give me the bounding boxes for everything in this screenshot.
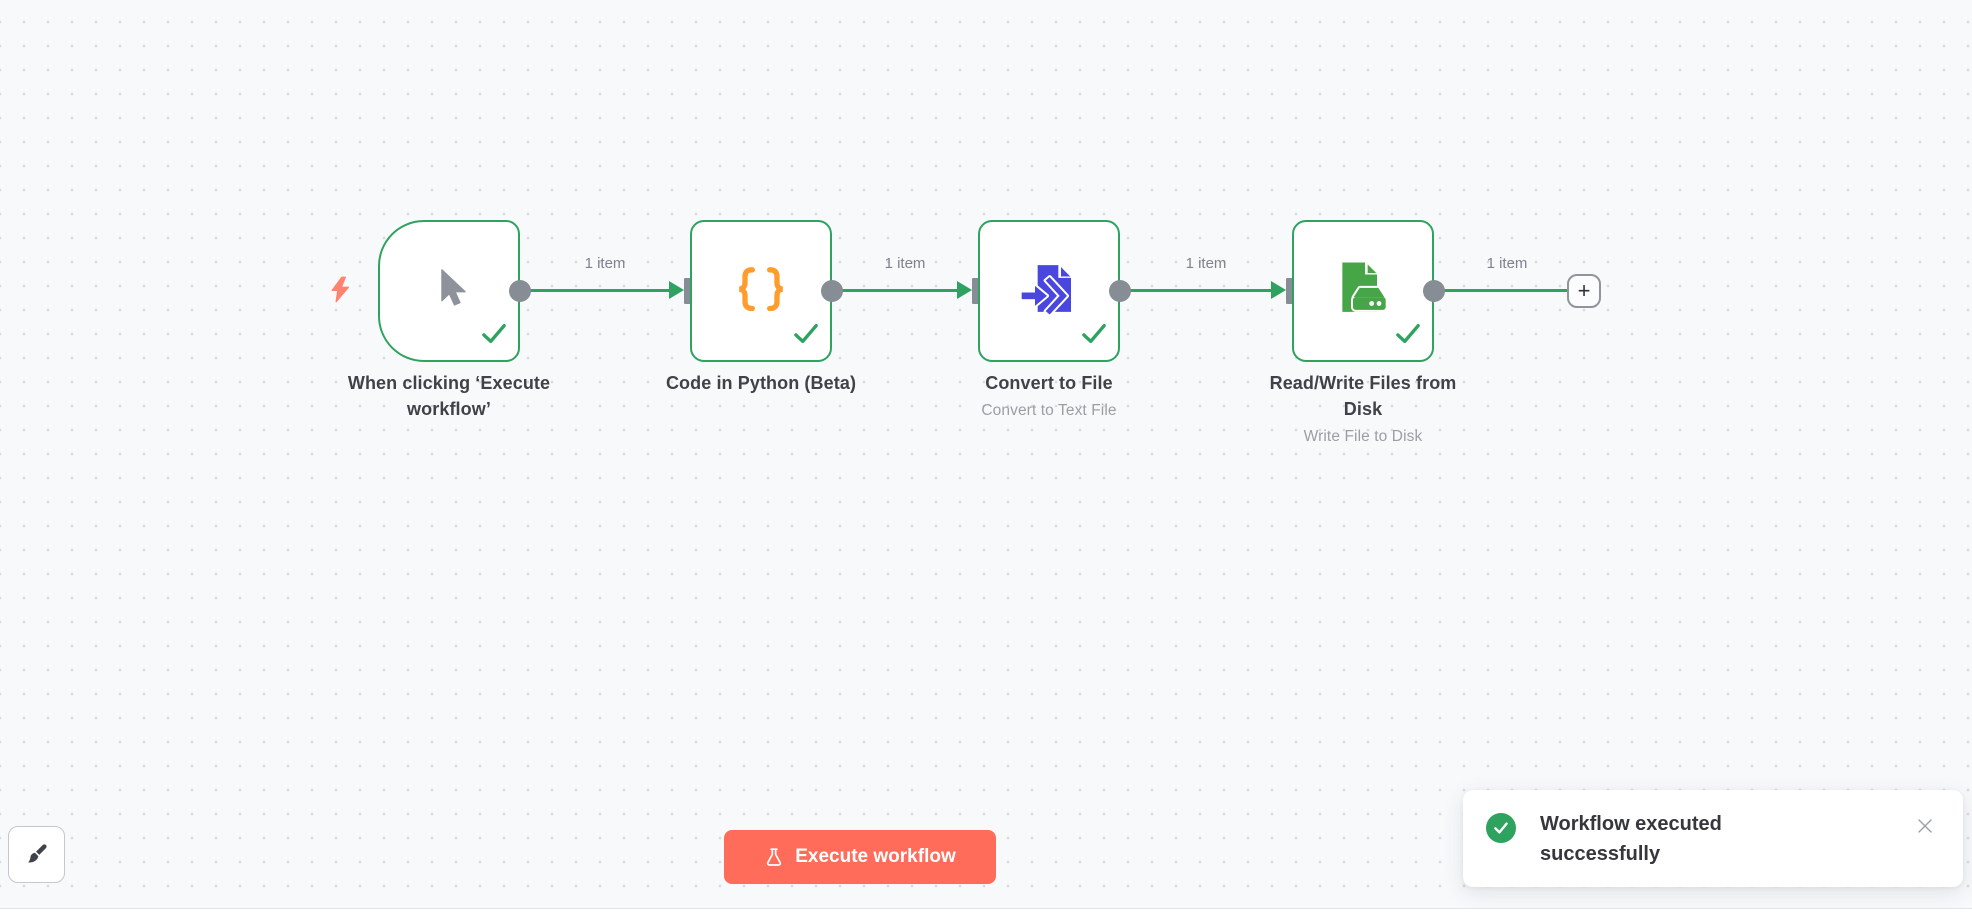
connection-line[interactable] [1434,289,1567,292]
connection-line[interactable] [832,289,958,292]
output-connector[interactable] [1109,280,1131,302]
plus-icon: + [1577,278,1591,303]
node-manual-trigger[interactable] [378,220,520,362]
connection-items-label: 1 item [884,255,926,272]
close-icon[interactable] [1917,818,1933,834]
node-subtitle: Convert to Text File [981,402,1117,420]
toast-message: Workflow executed successfully [1540,813,1722,865]
node-code-python[interactable] [690,220,832,362]
node-title-text: Convert to File [985,373,1113,393]
success-check-icon [1395,322,1421,351]
file-import-icon [1019,259,1079,324]
output-connector[interactable] [821,280,843,302]
tidy-up-button[interactable] [8,826,65,883]
node-title-text: Read/Write Files from Disk [1269,373,1457,420]
toast-notification: Workflow executed successfully [1463,790,1963,887]
success-check-icon [481,322,507,351]
node-title: When clicking ‘Execute workflow’ [347,373,551,420]
execute-workflow-button[interactable]: Execute workflow [724,830,996,884]
code-braces-icon [731,259,791,324]
input-arrow [669,281,684,299]
node-read-write-files[interactable] [1292,220,1434,362]
file-disk-icon [1333,259,1393,324]
connection-items-label: 1 item [1185,255,1227,272]
lightning-bolt-icon [330,276,351,308]
success-check-icon [793,322,819,351]
canvas-bottom-edge [0,908,1972,919]
execute-workflow-label: Execute workflow [795,846,956,867]
node-subtitle: Write File to Disk [1303,428,1423,446]
node-title: Read/Write Files from Disk Write File to… [1253,370,1473,447]
flask-icon [764,847,784,868]
connection-line[interactable] [1120,289,1272,292]
output-connector[interactable] [509,280,531,302]
input-arrow [1271,281,1286,299]
input-arrow [957,281,972,299]
node-title: Code in Python (Beta) [665,373,857,393]
toast-success-icon [1486,813,1516,843]
success-check-icon [1081,322,1107,351]
node-convert-to-file[interactable] [978,220,1120,362]
node-title: Convert to File Convert to Text File [909,370,1189,421]
add-node-button[interactable]: + [1567,274,1601,308]
connection-items-label: 1 item [1486,255,1528,272]
connection-items-label: 1 item [584,255,626,272]
tidy-up-icon [24,842,50,868]
connection-line[interactable] [520,289,670,292]
output-connector[interactable] [1423,280,1445,302]
cursor-icon [420,260,478,323]
